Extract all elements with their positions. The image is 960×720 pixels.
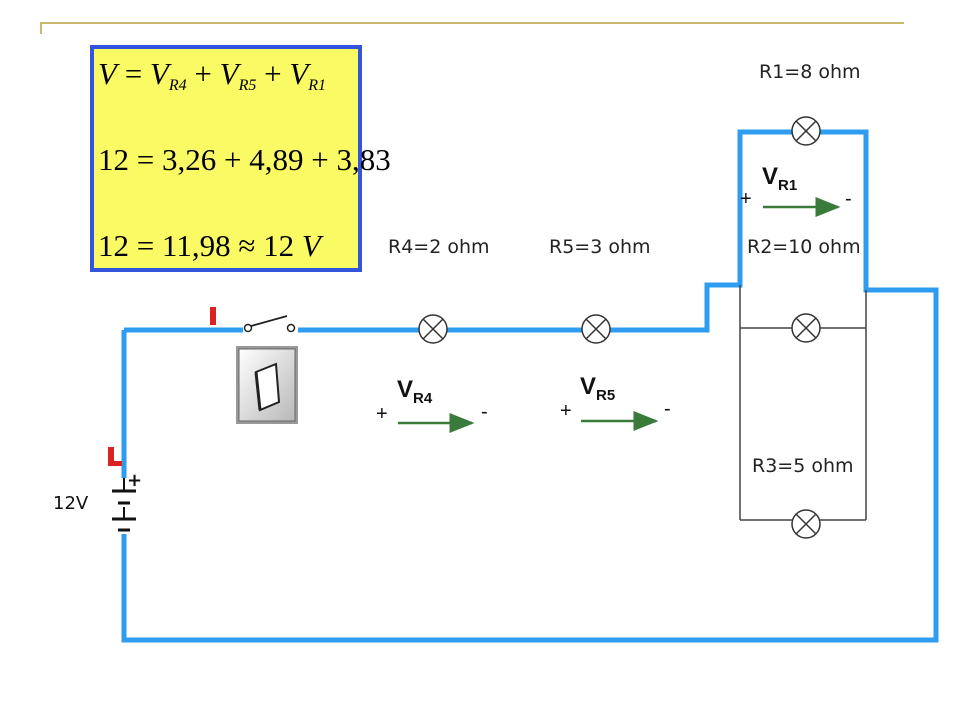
voltage-r1-plus: + [740, 188, 752, 210]
voltage-r5: VR5 + - [560, 373, 671, 431]
switch-marker [210, 307, 216, 325]
battery-label: 12V [53, 493, 89, 514]
voltage-r5-plus: + [560, 400, 572, 422]
lamp-r5 [581, 314, 611, 344]
formula-line-2: 12 = 3,26 + 4,89 + 3,83 [98, 142, 391, 177]
main-wire [121, 129, 939, 643]
battery-marker [108, 447, 122, 466]
voltage-r1-minus: - [845, 188, 852, 210]
r3-label: R3=5 ohm [752, 455, 854, 477]
formula-box: V = VR4 + VR5 + VR1 12 = 3,26 + 4,89 + 3… [90, 45, 391, 272]
r2-label: R2=10 ohm [747, 236, 861, 258]
switch-toggle-button[interactable] [236, 346, 298, 424]
lamp-r1 [791, 116, 821, 146]
battery-symbol [112, 478, 136, 534]
voltage-r4-plus: + [376, 403, 388, 425]
svg-text:VR4: VR4 [397, 376, 433, 407]
svg-text:VR5: VR5 [580, 373, 615, 404]
battery-plus: + [127, 470, 142, 491]
svg-text:VR1: VR1 [762, 163, 797, 194]
voltage-r4-minus: - [481, 401, 488, 423]
voltage-r4: VR4 + - [376, 376, 488, 433]
lamp-r4 [418, 314, 448, 344]
formula-line-3: 12 = 11,98 ≈ 12 V [98, 228, 324, 263]
r1-label: R1=8 ohm [759, 61, 861, 83]
lamp-r3 [791, 509, 821, 539]
r5-label: R5=3 ohm [549, 236, 651, 258]
lamp-r2 [791, 313, 821, 343]
switch-symbol [243, 315, 298, 336]
voltage-r1: VR1 + - [740, 163, 852, 217]
formula-line-1: V = VR4 + VR5 + VR1 [98, 56, 326, 94]
voltage-r5-minus: - [664, 398, 671, 420]
r4-label: R4=2 ohm [388, 236, 490, 258]
